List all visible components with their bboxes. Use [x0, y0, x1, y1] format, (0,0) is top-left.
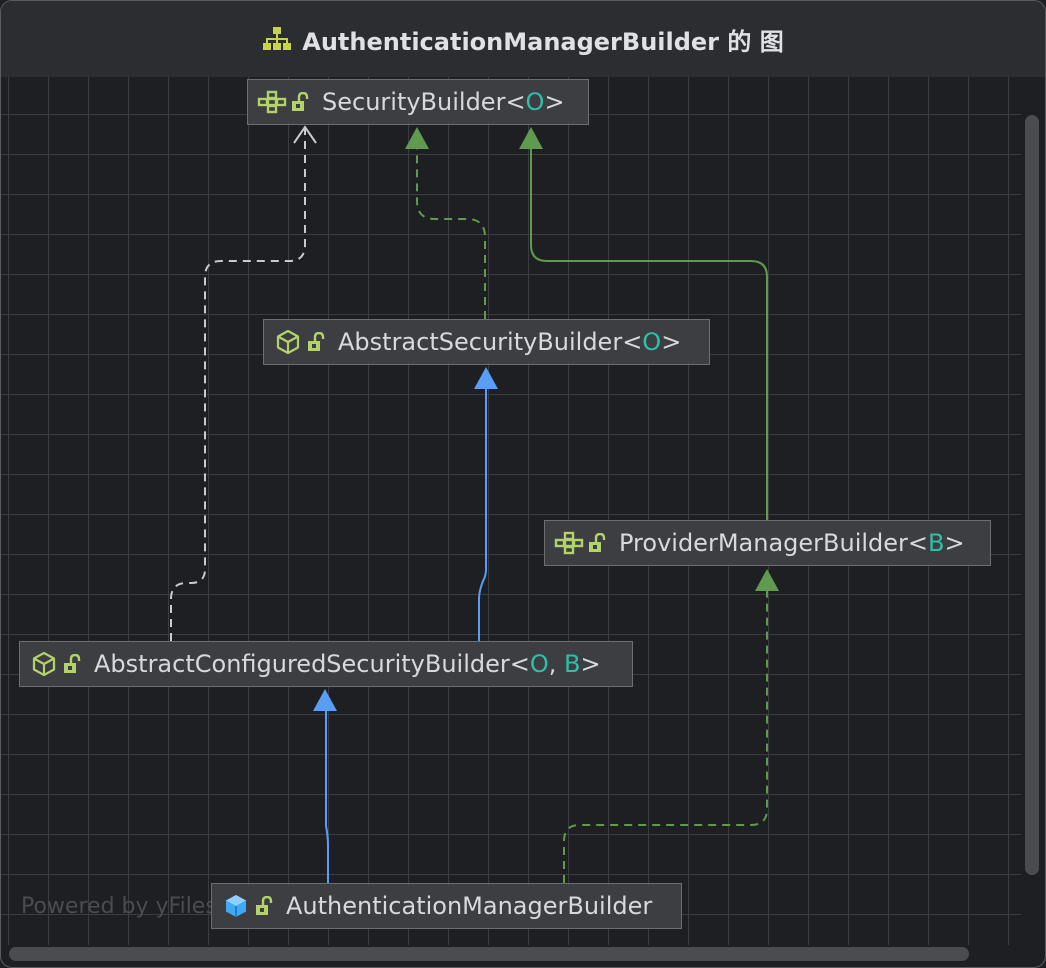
generic-separator: ,: [548, 650, 564, 678]
generic-params: O: [525, 88, 545, 116]
lock-open-icon: [252, 896, 276, 916]
watermark: Powered by yFiles: [21, 894, 217, 919]
node-abstract-security-builder[interactable]: AbstractSecurityBuilder<O>: [263, 319, 710, 365]
generic-open: <: [622, 328, 643, 356]
lock-open-icon: [288, 92, 312, 112]
generic-open: <: [907, 529, 928, 557]
generic-close: >: [661, 328, 682, 356]
node-label: ProviderManagerBuilder: [619, 529, 908, 557]
generic-open: <: [505, 88, 526, 116]
vertical-scrollbar[interactable]: [1025, 115, 1039, 875]
interface-icon: [256, 90, 288, 114]
node-security-builder[interactable]: SecurityBuilder<O>: [247, 79, 589, 125]
title-bar: AuthenticationManagerBuilder 的 图: [1, 1, 1045, 77]
generic-close: >: [944, 529, 965, 557]
lock-open-icon: [304, 332, 328, 352]
node-label: AbstractSecurityBuilder: [338, 328, 623, 356]
node-label: AbstractConfiguredSecurityBuilder: [94, 650, 510, 678]
hierarchy-icon: [262, 26, 292, 52]
generic-open: <: [509, 650, 530, 678]
abstract-class-icon: [28, 651, 60, 677]
interface-icon: [553, 531, 585, 555]
class-icon: [220, 893, 252, 919]
generic-params: B: [928, 529, 945, 557]
node-label: AuthenticationManagerBuilder: [286, 892, 653, 920]
node-provider-manager-builder[interactable]: ProviderManagerBuilder<B>: [544, 520, 991, 566]
lock-open-icon: [60, 654, 84, 674]
lock-open-icon: [585, 533, 609, 553]
generic-params: O: [642, 328, 662, 356]
generic-close: >: [544, 88, 565, 116]
node-abstract-configured-security-builder[interactable]: AbstractConfiguredSecurityBuilder<O, B>: [19, 641, 633, 687]
horizontal-scrollbar[interactable]: [9, 947, 969, 961]
node-authentication-manager-builder[interactable]: AuthenticationManagerBuilder: [211, 883, 682, 929]
node-label: SecurityBuilder: [322, 88, 506, 116]
generic-close: >: [580, 650, 601, 678]
generic-param-1: O: [529, 650, 549, 678]
generic-param-2: B: [564, 650, 581, 678]
abstract-class-icon: [272, 329, 304, 355]
diagram-canvas[interactable]: [1, 77, 1021, 945]
window-title: AuthenticationManagerBuilder 的 图: [302, 27, 784, 56]
